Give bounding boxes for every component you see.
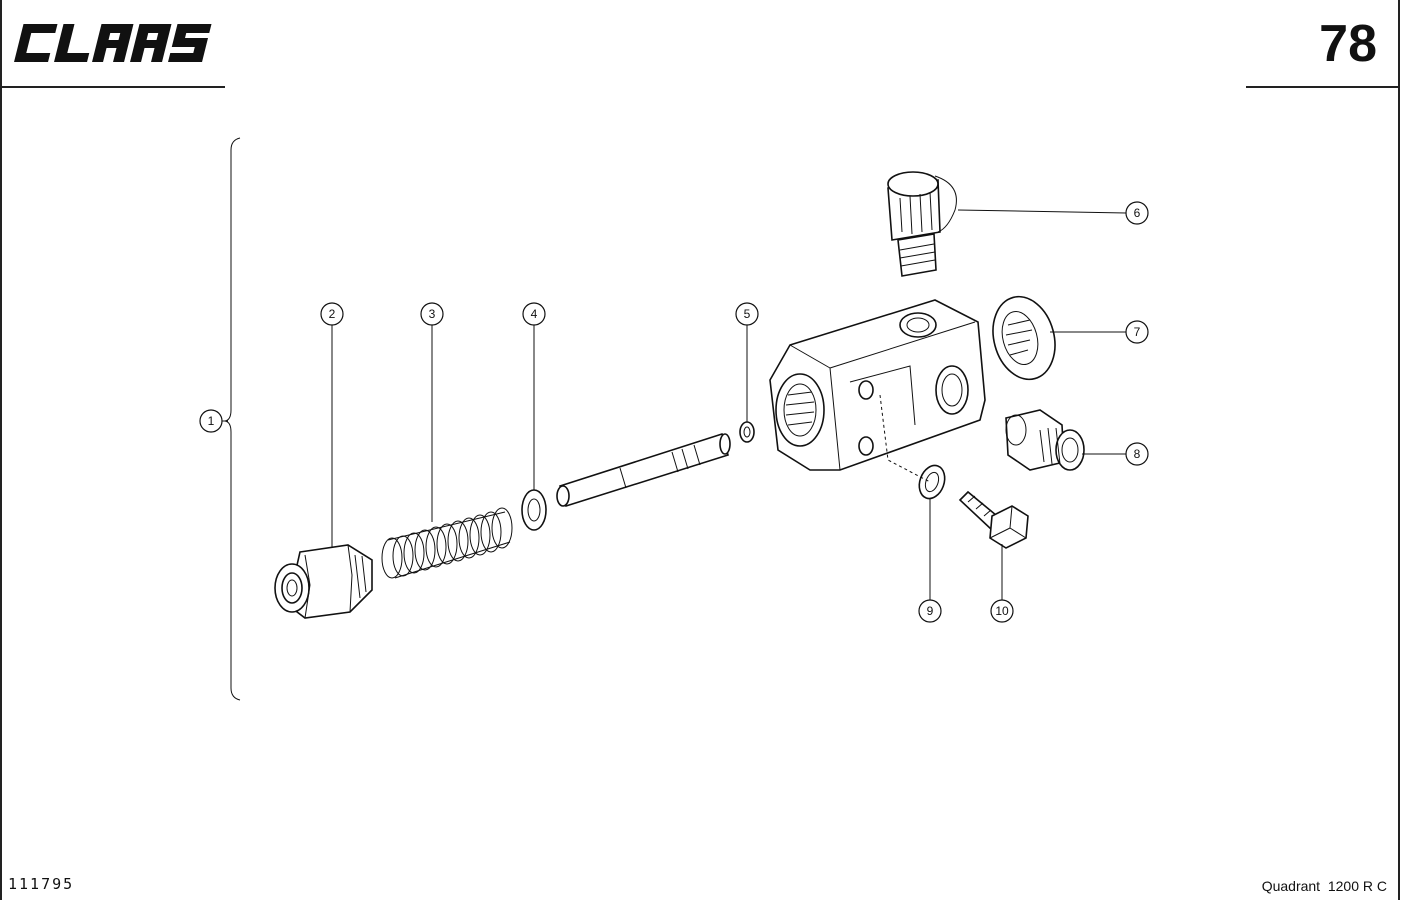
callout-7: 7 [1125, 320, 1149, 344]
callout-2-label: 2 [329, 307, 336, 321]
part-9-sealing-washer [918, 464, 946, 500]
header-rule-left [0, 86, 225, 88]
document-number: 111795 [8, 875, 75, 893]
callout-6-label: 6 [1134, 206, 1141, 220]
callout-10: 10 [990, 599, 1014, 623]
part-8-union-fitting [1005, 409, 1085, 471]
frame-right-border [1398, 0, 1400, 900]
callout-3-label: 3 [429, 307, 436, 321]
callout-4-label: 4 [531, 307, 538, 321]
callout-1: 1 [199, 409, 223, 433]
model-label: Quadrant 1200 R C [1261, 878, 1387, 894]
header-rule-right [1246, 86, 1400, 88]
leader-6 [957, 209, 1127, 214]
part-2-threaded-adapter [274, 544, 373, 619]
callout-6: 6 [1125, 201, 1149, 225]
part-10-hex-bolt [958, 490, 1029, 549]
callout-2: 2 [320, 302, 344, 326]
assembly-bracket [224, 137, 241, 701]
part-7-sight-glass [992, 295, 1056, 381]
callout-7-label: 7 [1134, 325, 1141, 339]
part-6-cap [887, 171, 957, 277]
part-5-o-ring [739, 421, 755, 443]
callout-5: 5 [735, 302, 759, 326]
callout-9-label: 9 [927, 604, 934, 618]
callout-8-label: 8 [1134, 447, 1141, 461]
claas-logo [14, 24, 212, 62]
callout-10-label: 10 [995, 604, 1009, 618]
frame-left-border [0, 0, 2, 900]
valve-housing [769, 299, 986, 471]
part-4-washer [521, 489, 547, 531]
callout-8: 8 [1125, 442, 1149, 466]
callout-4: 4 [522, 302, 546, 326]
callout-1-label: 1 [208, 414, 215, 428]
callout-9: 9 [918, 599, 942, 623]
callout-5-label: 5 [744, 307, 751, 321]
spool-piston [556, 432, 731, 508]
callout-3: 3 [420, 302, 444, 326]
part-3-compression-spring [381, 507, 513, 579]
page-number: 78 [1319, 15, 1377, 73]
